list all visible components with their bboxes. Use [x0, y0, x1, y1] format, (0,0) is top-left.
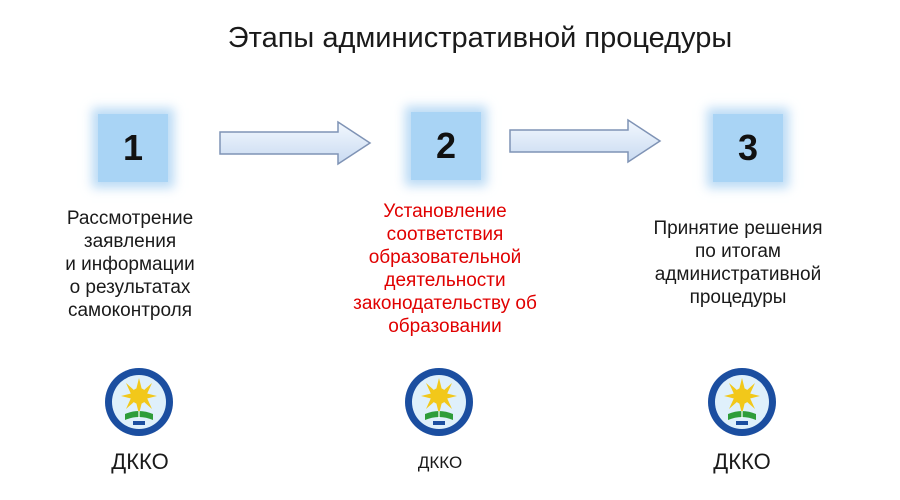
stage-2-line: Установление: [383, 201, 507, 222]
stage-3-number: 3: [737, 127, 759, 168]
stage-1-line: самоконтроля: [67, 300, 193, 321]
ministry-emblem-icon: [405, 368, 473, 436]
stage-1-line: Рассмотрение: [66, 208, 194, 229]
stage-3-org-label: ДККО: [713, 449, 771, 474]
stage-2-text: Установление соответствия образовательно…: [315, 200, 575, 338]
stage-3-text: Принятие решения по итогам административ…: [608, 217, 868, 309]
stage-1-line: о результатах: [69, 277, 191, 298]
stage-2-line: деятельности: [384, 270, 506, 291]
stage-3-number-box: 3: [713, 114, 783, 182]
stage-3-line: административной: [654, 264, 822, 285]
stage-1-org-label: ДККО: [111, 449, 169, 474]
stage-1-number-box: 1: [98, 114, 168, 182]
stage-1-line: заявления: [83, 231, 177, 252]
stage-3-line: процедуры: [689, 287, 787, 308]
stage-1-number: 1: [122, 127, 144, 168]
ministry-emblem-icon: [708, 368, 776, 436]
stage-2-line: соответствия: [386, 224, 504, 245]
stage-3-line: Принятие решения: [653, 218, 823, 239]
stage-2-org-label: ДККО: [417, 453, 463, 472]
right-arrow-icon: [219, 120, 372, 166]
stage-1-text: Рассмотрение заявления и информации о ре…: [0, 207, 260, 322]
stage-3-line: по итогам: [695, 241, 781, 262]
stage-2-line: образовании: [388, 316, 502, 337]
page-title: Этапы административной процедуры: [227, 22, 733, 54]
stage-2-number: 2: [435, 125, 457, 166]
stage-2-line: образовательной: [368, 247, 522, 268]
stage-2-line: законодательству об: [353, 293, 537, 314]
stage-1-line: и информации: [65, 254, 195, 275]
ministry-emblem-icon: [105, 368, 173, 436]
right-arrow-icon: [509, 118, 662, 164]
stage-2-number-box: 2: [411, 112, 481, 180]
